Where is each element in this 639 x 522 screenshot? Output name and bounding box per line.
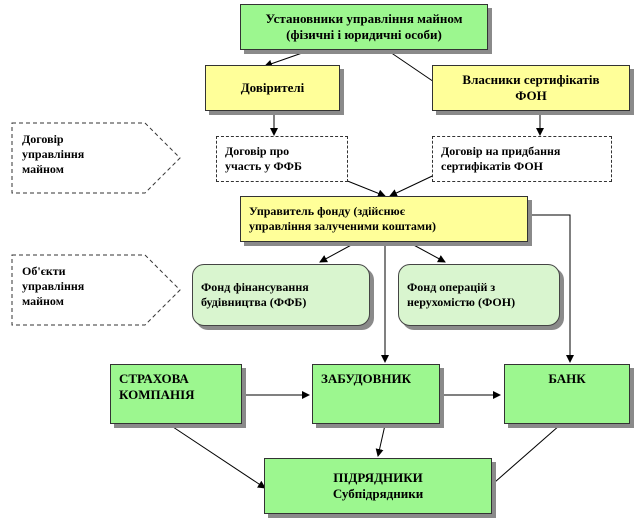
cert-owners-line1: Власники сертифікатів xyxy=(462,71,600,87)
founders-line1: Установники управління майном xyxy=(265,10,463,26)
fon-box: Фонд операцій з нерухомістю (ФОН) xyxy=(398,264,560,326)
arrow-founders-trustors xyxy=(264,51,306,68)
arrow-manager-bank xyxy=(530,214,574,363)
contract-mgmt-arrow-shape xyxy=(11,122,181,194)
cert-owners-line2: ФОН xyxy=(515,88,547,103)
ffb-line2: будівництва (ФФБ) xyxy=(201,295,307,309)
contractors-line1: ПІДРЯДНИКИ xyxy=(333,469,423,485)
arrow-bank-contractors xyxy=(494,424,561,483)
contractors-line2: Субпідрядники xyxy=(332,486,424,501)
objects-mgmt-label: Об'єкти управління майном xyxy=(22,264,84,309)
developer-label: ЗАБУДОВНИК xyxy=(321,371,411,386)
fund-manager-box: Управитель фонду (здійснює управління за… xyxy=(240,196,528,242)
trustors-box: Довірителі xyxy=(205,65,340,111)
ffb-line1: Фонд фінансування xyxy=(201,280,309,294)
contract-ffb-box: Договір про участь у ФФБ xyxy=(216,136,348,182)
founders-box: Установники управління майном (фізичні і… xyxy=(240,4,488,50)
contract-mgmt-line3: майном xyxy=(22,162,64,176)
ffb-box: Фонд фінансування будівництва (ФФБ) xyxy=(192,264,370,326)
objects-mgmt-line1: Об'єкти xyxy=(22,264,66,278)
bank-label: БАНК xyxy=(548,371,586,386)
arrow-founders-certowners xyxy=(389,51,441,87)
insurance-line1: СТРАХОВА xyxy=(119,371,189,386)
arrow-insurance-contractors xyxy=(161,417,266,489)
arrow-manager-ffb xyxy=(319,242,356,263)
insurance-box: СТРАХОВА КОМПАНІЯ xyxy=(110,364,242,424)
contract-fon-line1: Договір на придбання xyxy=(441,144,561,158)
founders-line2: (фізичні і юридичні особи) xyxy=(286,27,442,42)
bank-box: БАНК xyxy=(504,364,630,424)
contract-mgmt-label: Договір управління майном xyxy=(22,132,84,177)
trustors-label: Довірителі xyxy=(240,79,305,95)
insurance-line2: КОМПАНІЯ xyxy=(119,387,195,403)
contract-ffb-line2: участь у ФФБ xyxy=(225,159,302,173)
contractors-box: ПІДРЯДНИКИ Субпідрядники xyxy=(264,458,492,514)
contract-mgmt-line2: управління xyxy=(22,147,85,161)
contract-fon-line2: сертифікатів ФОН xyxy=(441,159,544,173)
contract-ffb-line1: Договір про xyxy=(225,144,290,158)
cert-owners-box: Власники сертифікатів ФОН xyxy=(432,65,630,111)
developer-box: ЗАБУДОВНИК xyxy=(312,364,440,424)
fund-manager-line2: управління залученими коштами) xyxy=(249,219,436,233)
arrow-manager-fon xyxy=(409,242,446,263)
objects-mgmt-arrow-shape xyxy=(11,254,181,326)
objects-mgmt-line2: управління xyxy=(22,279,85,293)
fon-line2: нерухомістю (ФОН) xyxy=(407,295,516,309)
contract-mgmt-line1: Договір xyxy=(22,132,64,146)
contract-fon-box: Договір на придбання сертифікатів ФОН xyxy=(432,136,612,182)
objects-mgmt-line3: майном xyxy=(22,294,64,308)
arrow-developer-contractors xyxy=(375,424,386,457)
fon-line1: Фонд операцій з xyxy=(407,280,496,294)
fund-manager-line1: Управитель фонду (здійснює xyxy=(249,204,405,218)
